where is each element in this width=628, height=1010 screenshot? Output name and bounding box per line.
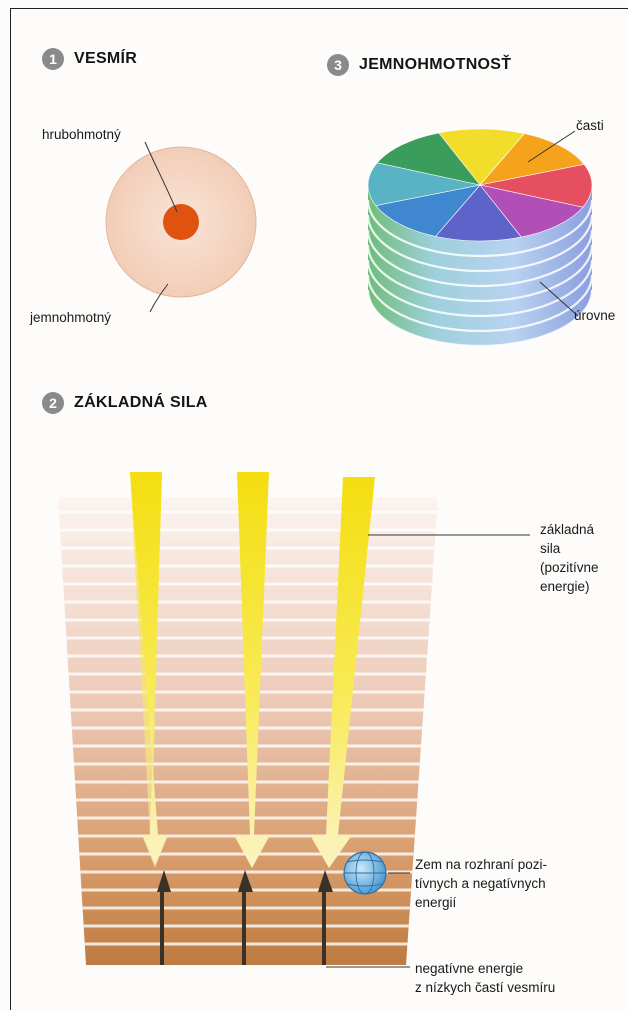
earth-globe-icon <box>344 852 386 894</box>
section-3-heading: 3 JEMNOHMOTNOSŤ <box>327 54 511 76</box>
wheel-top-slices <box>368 129 592 241</box>
label-negativne-line-1: negatívne energie <box>415 959 555 978</box>
section-3-number-badge: 3 <box>327 54 349 76</box>
label-jemnohmotny: jemnohmotný <box>30 308 111 327</box>
section-1-title: VESMÍR <box>74 50 137 68</box>
label-zem-line-2: tívnych a negatívnych <box>415 874 547 893</box>
label-zakladna-sila-line-4: energie) <box>540 577 599 596</box>
section-1-heading: 1 VESMÍR <box>42 48 137 70</box>
label-urovne: úrovne <box>574 306 624 325</box>
label-zem: Zem na rozhraní pozi- tívnych a negatívn… <box>415 855 547 912</box>
label-negativne: negatívne energie z nízkych častí vesmír… <box>415 959 555 997</box>
label-zem-line-1: Zem na rozhraní pozi- <box>415 855 547 874</box>
subtlety-wheel <box>368 129 592 346</box>
section-1-number-badge: 1 <box>42 48 64 70</box>
section-2-title: ZÁKLADNÁ SILA <box>74 394 208 412</box>
label-casti: časti <box>576 116 604 135</box>
label-zakladna-sila-line-3: (pozitívne <box>540 558 599 577</box>
label-negativne-line-2: z nízkych častí vesmíru <box>415 978 555 997</box>
universe-diagram <box>106 142 256 312</box>
section-3-title: JEMNOHMOTNOSŤ <box>359 56 511 74</box>
label-zem-line-3: energií <box>415 893 547 912</box>
label-zakladna-sila-line-2: sila <box>540 539 599 558</box>
section-2-number-badge: 2 <box>42 392 64 414</box>
label-zakladna-sila-line-1: základná <box>540 520 599 539</box>
inner-gross-core <box>163 204 199 240</box>
section-2-heading: 2 ZÁKLADNÁ SILA <box>42 392 208 414</box>
label-hrubohmotny: hrubohmotný <box>42 125 121 144</box>
label-zakladna-sila: základná sila (pozitívne energie) <box>540 520 599 596</box>
